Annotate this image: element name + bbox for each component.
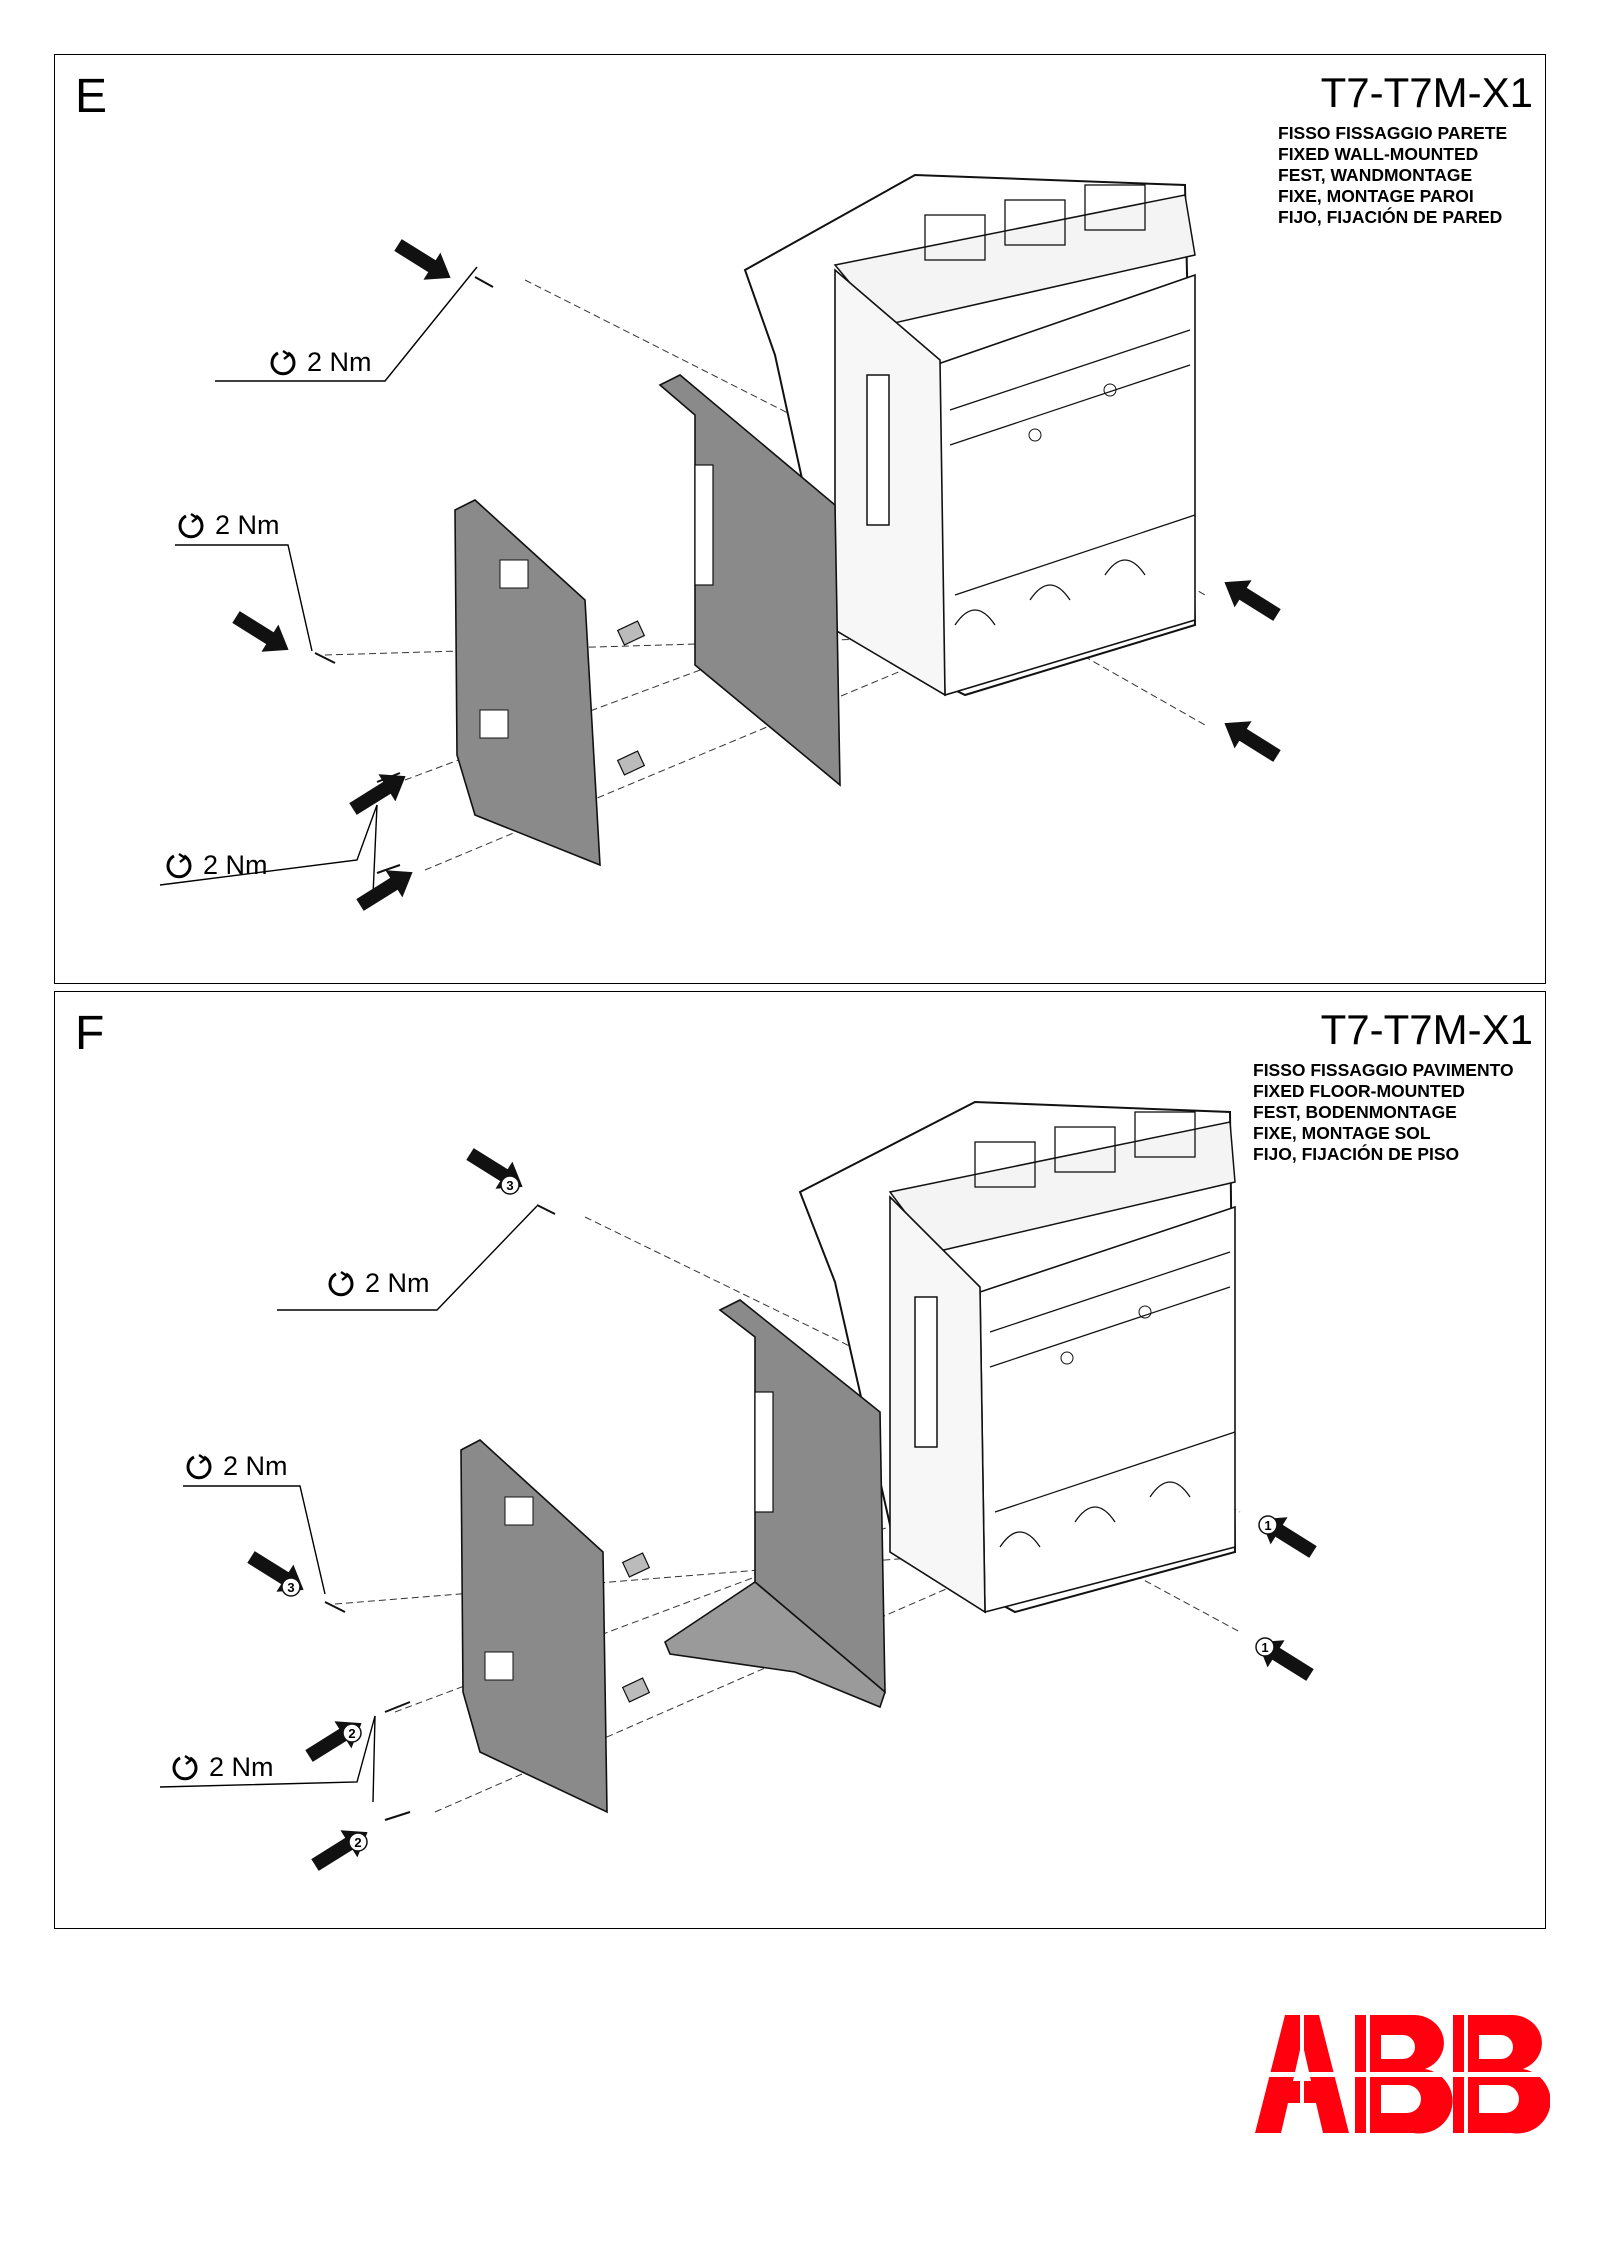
spacer-bushing: [621, 1552, 651, 1703]
model-title: T7-T7M-X1: [1320, 1006, 1533, 1053]
panel-f: F T7-T7M-X1 FISSO FISSAGGIO PAVIMENTO FI…: [54, 991, 1546, 1929]
torque-rotation-icon: [270, 350, 296, 376]
circuit-breaker: [743, 173, 1197, 697]
circuit-breaker: [798, 1100, 1237, 1614]
step-number: 3: [287, 1580, 294, 1595]
torque-label: 2 Nm: [269, 347, 372, 378]
insert-arrow-icon: 1: [1248, 1628, 1319, 1689]
step-number: 1: [1261, 1640, 1268, 1655]
insert-arrow-icon: [1215, 568, 1286, 629]
torque-label: 2 Nm: [171, 1752, 274, 1783]
model-title: T7-T7M-X1: [1320, 69, 1533, 116]
step-number: 2: [354, 1835, 361, 1850]
screw: [324, 1204, 556, 1821]
insert-arrow-icon: 3: [242, 1543, 313, 1604]
mounting-line-es: FIJO, FIJACIÓN DE PISO: [1253, 1144, 1460, 1164]
mounting-line-it: FISSO FISSAGGIO PARETE: [1278, 123, 1508, 143]
mounting-description: FISSO FISSAGGIO PAVIMENTO FIXED FLOOR-MO…: [1253, 1060, 1514, 1165]
insert-arrow-icon: [227, 603, 298, 664]
torque-label: 2 Nm: [177, 510, 280, 541]
insert-arrow-icon: 3: [461, 1140, 532, 1201]
insert-arrow-icon: [351, 858, 422, 919]
panel-letter: F: [75, 1007, 105, 1060]
mounting-line-fr: FIXE, MONTAGE PAROI: [1278, 186, 1474, 206]
insert-arrow-icon: 2: [300, 1709, 371, 1770]
torque-rotation-icon: [172, 1755, 198, 1781]
torque-rotation-icon: [186, 1454, 212, 1480]
insert-arrow-icon: 2: [306, 1818, 377, 1879]
wall-mount-assembly-drawing: [159, 173, 1286, 919]
mounting-line-es: FIJO, FIJACIÓN DE PARED: [1278, 207, 1503, 227]
panel-letter: E: [75, 70, 108, 123]
mounting-line-en: FIXED FLOOR-MOUNTED: [1253, 1081, 1465, 1101]
insert-arrow-icon: [389, 231, 460, 292]
step-number: 3: [506, 1178, 513, 1193]
mounting-description: FISSO FISSAGGIO PARETE FIXED WALL-MOUNTE…: [1278, 123, 1507, 228]
panel-e: E T7-T7M-X1 FISSO FISSAGGIO PARETE FIXED…: [54, 54, 1546, 984]
insert-arrow-icon: [344, 762, 415, 823]
mounting-line-fr: FIXE, MONTAGE SOL: [1253, 1123, 1431, 1143]
mounting-line-en: FIXED WALL-MOUNTED: [1278, 144, 1479, 164]
insert-arrow-icon: [1215, 709, 1286, 770]
torque-rotation-icon: [328, 1271, 354, 1297]
insert-arrow-icon: 1: [1251, 1505, 1322, 1566]
torque-label: 2 Nm: [165, 850, 268, 881]
mounting-line-it: FISSO FISSAGGIO PAVIMENTO: [1253, 1060, 1514, 1080]
floor-flange: [664, 1581, 886, 1709]
torque-rotation-icon: [178, 513, 204, 539]
mounting-line-de: FEST, WANDMONTAGE: [1278, 165, 1473, 185]
spacer-bushing: [616, 620, 646, 776]
step-number: 2: [348, 1726, 355, 1741]
torque-rotation-icon: [166, 853, 192, 879]
front-cover-plate: [454, 499, 601, 867]
mounting-line-de: FEST, BODENMONTAGE: [1253, 1102, 1457, 1122]
torque-label: 2 Nm: [327, 1268, 430, 1299]
front-cover-plate: [460, 1439, 608, 1814]
abb-logo: [1255, 2015, 1550, 2134]
torque-label: 2 Nm: [185, 1451, 288, 1482]
floor-mount-assembly-drawing: 3 3 2 2 1 1: [159, 1100, 1322, 1879]
step-number: 1: [1264, 1518, 1271, 1533]
